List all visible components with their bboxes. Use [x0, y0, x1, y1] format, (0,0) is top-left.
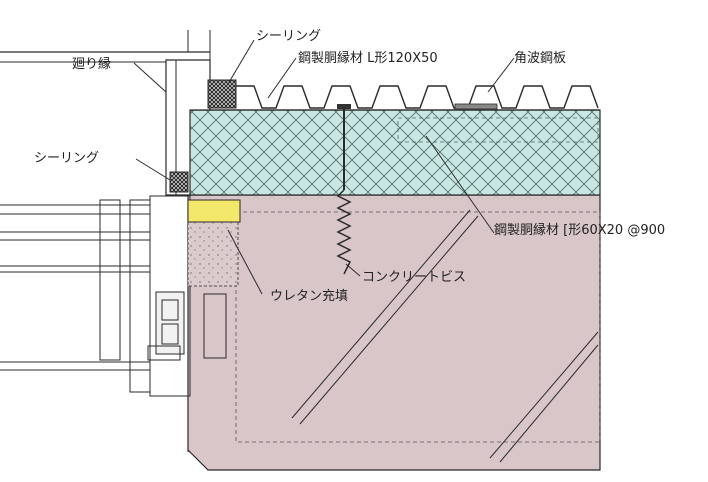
concrete-diagonals	[291, 209, 599, 463]
window-sash	[0, 195, 227, 452]
insulation-dashed-box	[397, 117, 599, 143]
insulation-layer	[187, 109, 601, 196]
mortar-fill	[187, 221, 239, 287]
label-steel-l: 鋼製胴縁材 L形120X50	[298, 50, 438, 66]
leader-lines	[133, 39, 515, 295]
corrugated-steel-sheet	[227, 85, 599, 109]
concrete-inner-dashed	[235, 211, 601, 443]
top-sealant	[207, 79, 237, 109]
urethane-filling	[187, 199, 241, 223]
label-sealing-side: シーリング	[34, 151, 99, 166]
label-sealing-top: シーリング	[256, 29, 321, 44]
cornice	[165, 59, 211, 196]
label-urethane: ウレタン充填	[270, 288, 348, 304]
label-steel-c: 鋼製胴縁材 [形60X20 @900	[494, 222, 665, 238]
label-kakunami: 角波鋼板	[514, 51, 566, 66]
label-screw: コンクリートビス	[362, 270, 466, 285]
l-channel-plate	[454, 103, 498, 110]
label-mawari-buchi: 廻り縁	[72, 56, 111, 72]
side-sealant	[169, 171, 189, 193]
concrete-screw	[336, 104, 352, 275]
